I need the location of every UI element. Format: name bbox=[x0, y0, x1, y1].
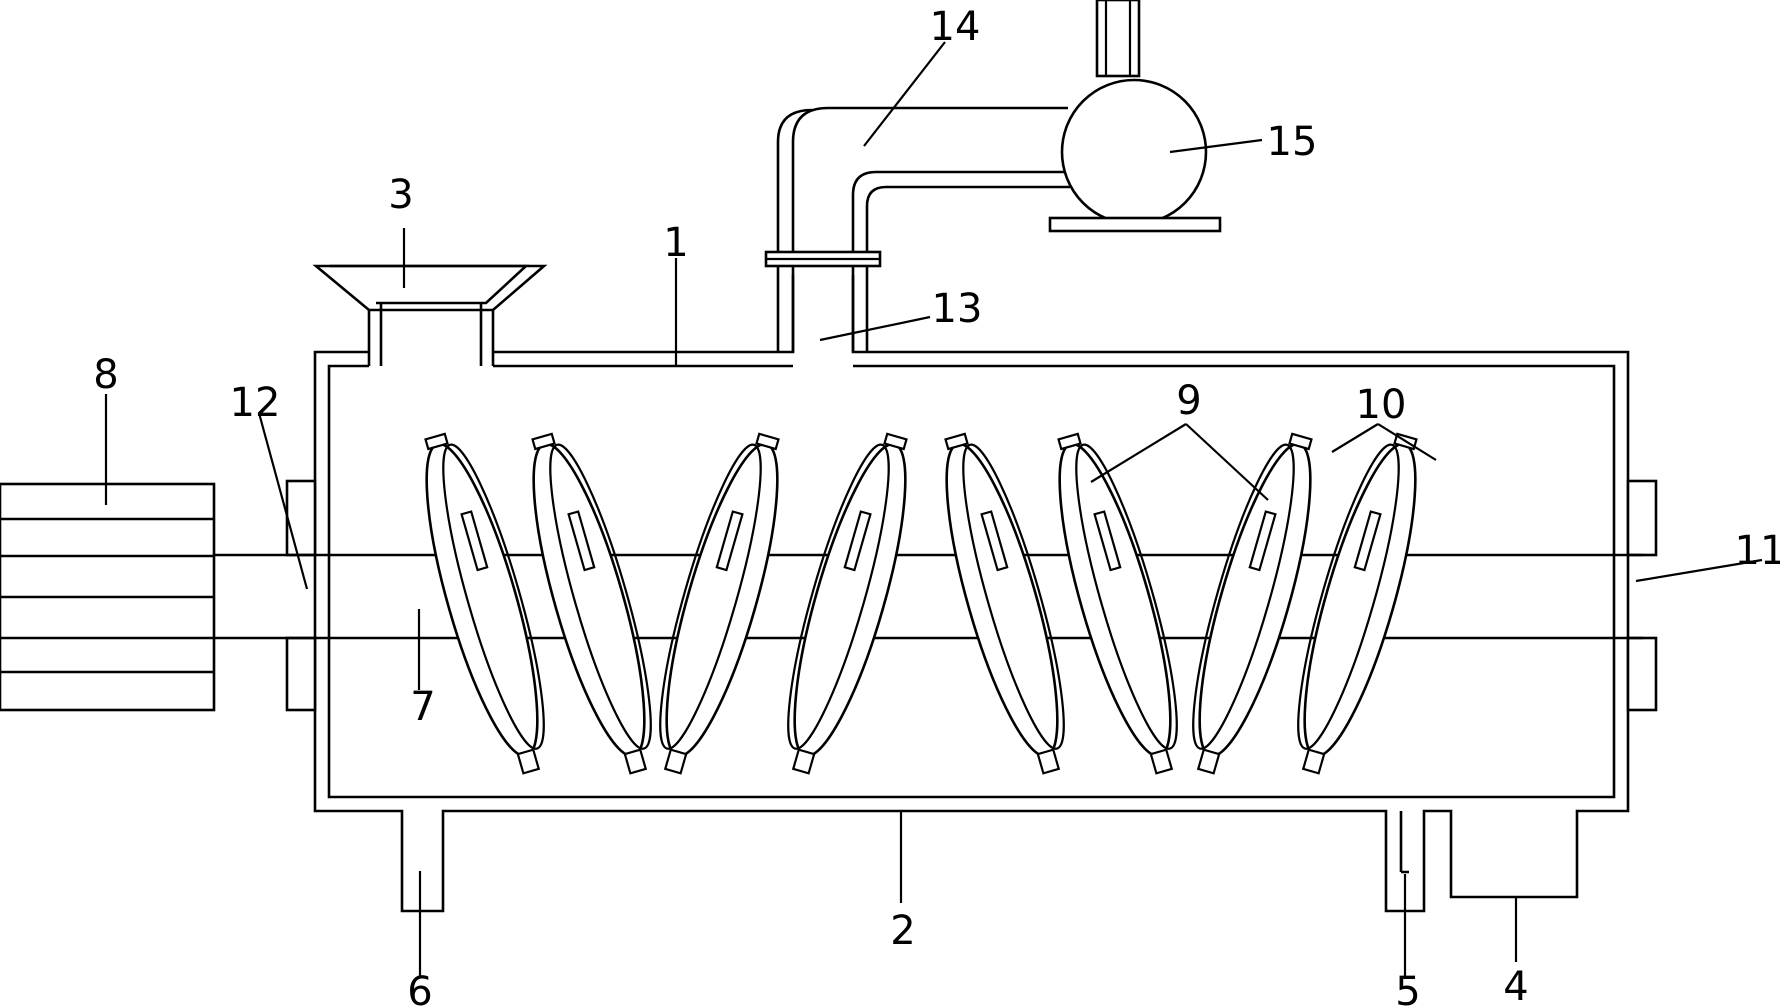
helical-blade bbox=[659, 432, 780, 775]
helical-blades bbox=[424, 432, 1418, 775]
label-12: 12 bbox=[230, 380, 281, 426]
label-4: 4 bbox=[1503, 964, 1528, 1007]
shaft-bearings bbox=[285, 479, 1658, 712]
label-5: 5 bbox=[1395, 969, 1420, 1007]
helical-blade bbox=[787, 432, 908, 775]
drive-motor bbox=[0, 482, 216, 712]
label-8: 8 bbox=[93, 352, 118, 398]
label-6: 6 bbox=[407, 969, 432, 1007]
label-7: 7 bbox=[410, 684, 435, 730]
exhaust-fan bbox=[1048, 0, 1222, 233]
exhaust-pipe bbox=[764, 106, 1072, 352]
label-10: 10 bbox=[1356, 382, 1407, 428]
helical-blade bbox=[531, 432, 652, 775]
helical-blade bbox=[1057, 432, 1178, 775]
part-labels: 8 12 7 3 1 14 15 13 9 10 11 2 4 5 6 bbox=[93, 4, 1780, 1007]
label-11: 11 bbox=[1735, 528, 1780, 574]
label-15: 15 bbox=[1267, 119, 1318, 165]
helical-blade bbox=[1297, 432, 1418, 775]
leader-lines bbox=[104, 41, 1763, 977]
helical-blade bbox=[1192, 432, 1313, 775]
label-1: 1 bbox=[663, 220, 688, 266]
label-14: 14 bbox=[930, 4, 981, 50]
helical-blade bbox=[944, 432, 1065, 775]
label-3: 3 bbox=[388, 172, 413, 218]
rotary-shaft bbox=[214, 553, 1643, 640]
feed-hopper bbox=[312, 264, 548, 366]
label-13: 13 bbox=[932, 286, 983, 332]
helical-blade bbox=[424, 432, 545, 775]
label-9: 9 bbox=[1176, 378, 1201, 424]
label-2: 2 bbox=[890, 908, 915, 954]
